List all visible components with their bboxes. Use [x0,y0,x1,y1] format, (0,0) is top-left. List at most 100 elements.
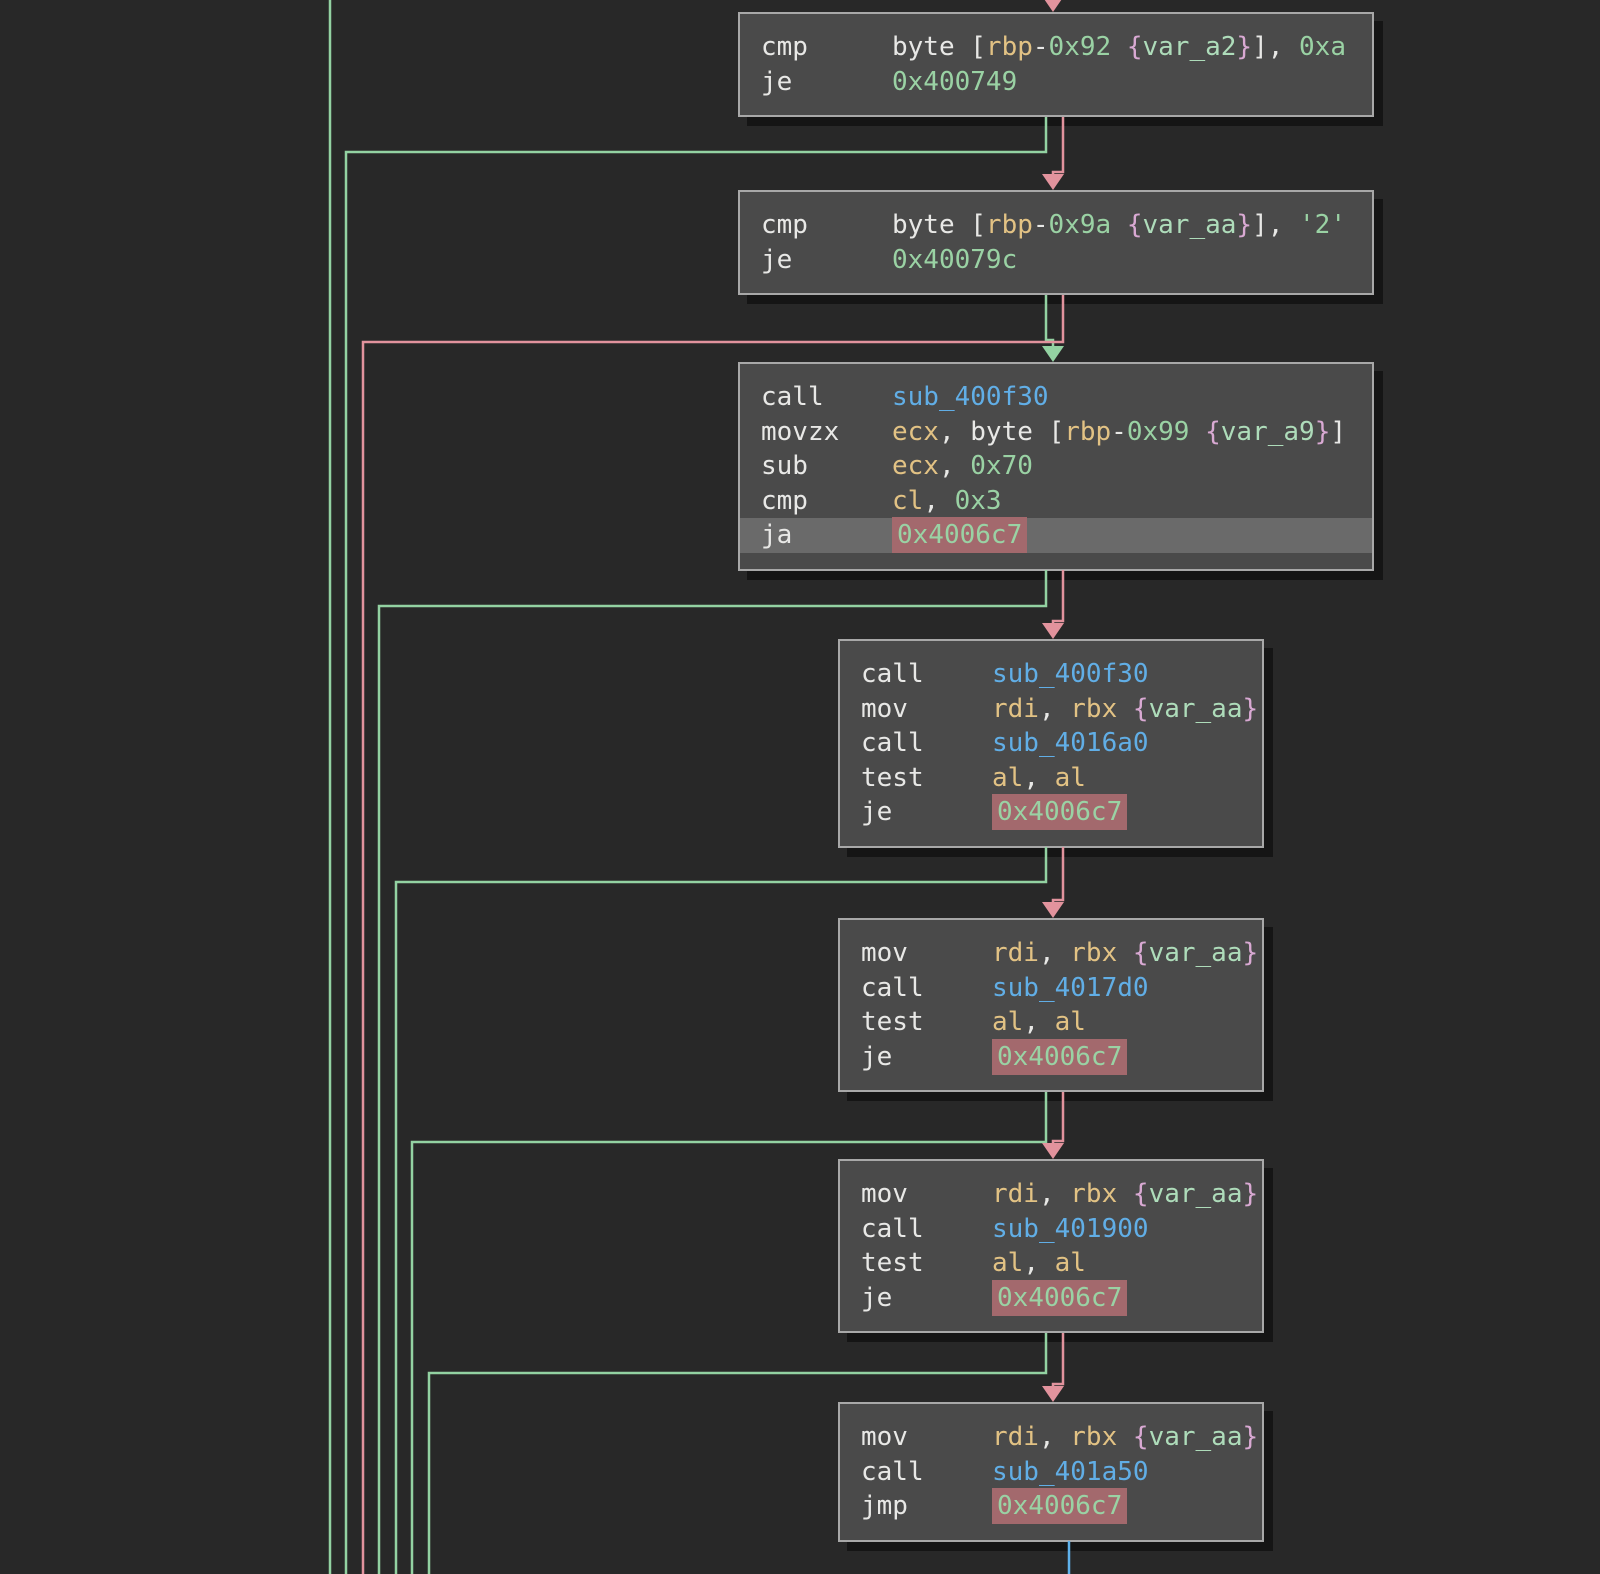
mnemonic-token[interactable]: cmp [761,210,808,240]
token-num[interactable]: 0x3 [954,485,1002,516]
token-reg: ecx [892,416,939,447]
token-num[interactable]: 0x70 [970,451,1033,481]
instruction-row[interactable]: jmp 0x4006c7 [840,1488,1262,1524]
mnemonic-token[interactable]: call [861,728,924,758]
mnemonic-token[interactable]: jmp [861,1491,908,1521]
instruction-row[interactable]: je 0x4006c7 [840,794,1262,830]
token-reg: al [992,762,1024,793]
token-text [1117,938,1133,968]
mnemonic-token[interactable]: mov [861,938,908,968]
token-num[interactable]: 0x400749 [892,66,1018,97]
token-code[interactable]: sub_400f30 [992,659,1149,689]
mnemonic-token[interactable]: test [861,1007,924,1037]
token-code[interactable]: sub_4016a0 [992,728,1149,758]
mnemonic-token[interactable]: ja [761,520,793,550]
mnemonic-token[interactable]: je [861,1282,893,1313]
token-code[interactable]: sub_401a50 [992,1456,1149,1487]
mnemonic-token[interactable]: je [861,1041,893,1072]
mnemonic-token[interactable]: cmp [761,32,808,62]
mnemonic-token[interactable]: cmp [761,485,808,516]
mnemonic-token[interactable]: call [861,1213,924,1244]
mnemonic-token[interactable]: je [761,244,793,275]
instruction-row[interactable]: call sub_401a50 [840,1455,1262,1490]
token-reg: rbx [1070,693,1118,724]
token-num-highlighted[interactable]: 0x4006c7 [892,517,1028,553]
instruction-row[interactable]: call sub_4017d0 [840,971,1262,1006]
token-reg: rbx [1070,1422,1118,1452]
mnemonic-token[interactable]: mov [861,1179,908,1209]
mnemonic-token[interactable]: call [761,382,824,412]
mnemonic-token[interactable]: call [861,972,924,1003]
instruction-row[interactable]: cmp cl, 0x3 [740,484,1372,519]
mnemonic-token[interactable]: test [861,1248,924,1278]
instruction-row[interactable]: je 0x4006c7 [840,1279,1262,1316]
token-reg: cl [892,485,924,516]
token-code[interactable]: sub_401900 [992,1213,1149,1244]
token-reg: al [1054,762,1086,793]
token-num-highlighted[interactable]: 0x4006c7 [992,1279,1128,1316]
token-num[interactable]: 0x92 [1048,32,1112,62]
token-reg: al [992,1248,1024,1278]
token-reg: al [992,1007,1024,1037]
token-brace: } [1236,32,1253,62]
instruction-row[interactable]: je 0x40079c [740,243,1372,278]
instruction-row[interactable]: call sub_4016a0 [840,726,1262,761]
token-brace: } [1242,693,1259,724]
mnemonic-token[interactable]: call [861,659,924,689]
mnemonic-token[interactable]: movzx [761,416,840,447]
mnemonic-token[interactable]: je [861,797,893,827]
token-text [1117,1179,1133,1209]
mnemonic-token[interactable]: mov [861,1422,908,1452]
mnemonic-token[interactable]: test [861,762,924,793]
token-brace: { [1126,210,1143,240]
token-num[interactable]: 0x9a [1048,210,1112,240]
token-text: , [938,416,971,447]
token-num-highlighted[interactable]: 0x4006c7 [992,1488,1128,1524]
mnemonic-token[interactable]: call [861,1456,924,1487]
token-num[interactable]: 0xa [1299,32,1346,62]
instruction-row[interactable]: je 0x400749 [740,65,1372,100]
instruction-row[interactable]: je 0x4006c7 [840,1038,1262,1075]
token-num[interactable]: '2' [1299,210,1346,240]
token-code[interactable]: sub_400f30 [892,382,1049,412]
instruction-row[interactable]: call sub_401900 [840,1212,1262,1247]
token-num-highlighted[interactable]: 0x4006c7 [992,1038,1128,1075]
token-text [1117,1422,1133,1452]
token-text [1189,417,1205,447]
token-brace: } [1236,210,1253,240]
token-num-highlighted[interactable]: 0x4006c7 [992,794,1128,830]
mnemonic-token[interactable]: je [761,66,793,97]
instruction-row[interactable]: ja 0x4006c7 [740,517,1372,553]
instruction-row[interactable]: call sub_400f30 [840,657,1262,692]
instruction-row[interactable]: call sub_400f30 [740,380,1372,415]
token-reg: al [1054,1007,1086,1037]
token-brace: { [1132,693,1149,724]
token-num[interactable]: 0x40079c [892,244,1018,275]
token-text: , [923,485,955,516]
token-brace: { [1132,1422,1149,1452]
token-var: var_aa [1142,210,1237,240]
mnemonic-token[interactable]: mov [861,693,908,724]
token-code[interactable]: sub_4017d0 [992,972,1149,1003]
mnemonic-token[interactable]: sub [761,451,808,481]
token-num[interactable]: 0x99 [1126,416,1190,447]
